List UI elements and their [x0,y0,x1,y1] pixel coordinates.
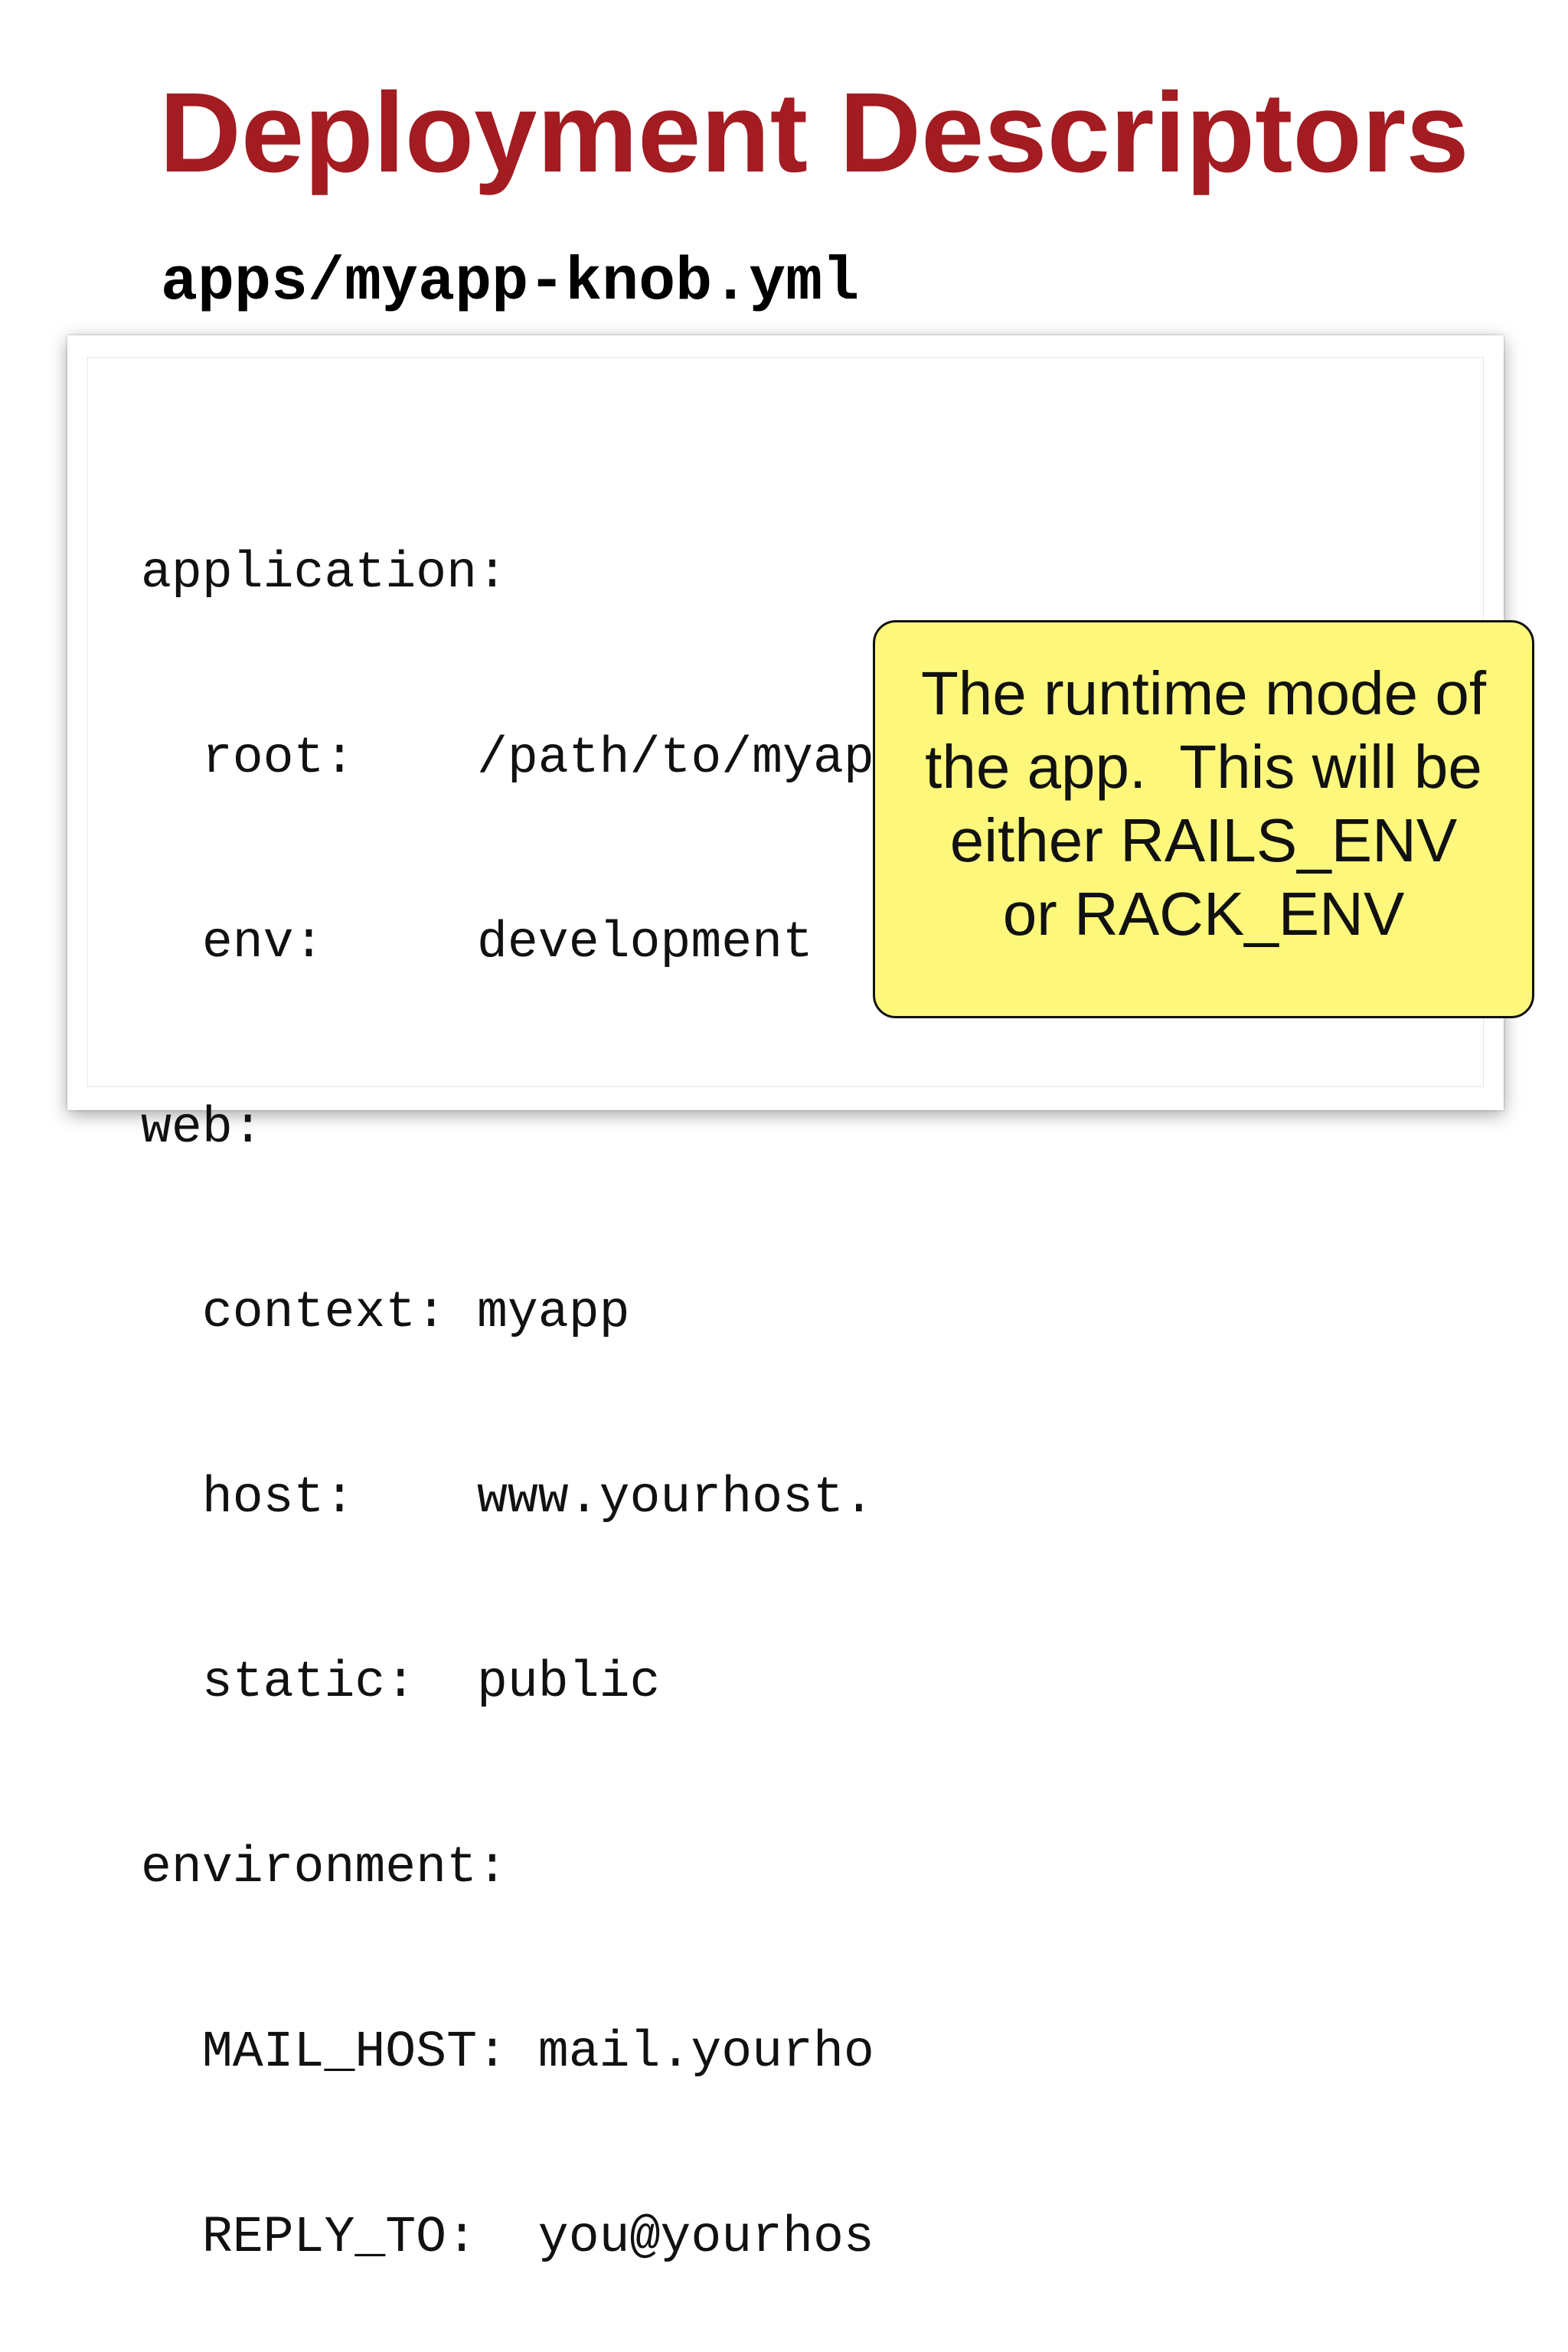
code-line: context: myapp [141,1284,630,1341]
code-line: static: public [141,1654,661,1711]
code-line: REPLY_TO: you@yourhos [141,2208,874,2266]
callout-note: The runtime mode of the app. This will b… [873,620,1534,1018]
file-name-heading: apps/myapp-knob.yml [161,248,860,318]
callout-line: or RACK_ENV [1002,880,1405,948]
callout-text: The runtime mode of the app. This will b… [921,657,1486,951]
code-line: web: [141,1099,263,1157]
code-line: MAIL_HOST: mail.yourho [141,2024,874,2081]
callout-line: the app. This will be [925,733,1482,801]
code-line: host: www.yourhost. [141,1468,874,1527]
callout-line: The runtime mode of [920,659,1487,727]
code-line: root: /path/to/myapp [141,729,905,787]
code-line: environment: [141,1838,508,1896]
code-line: application: [141,544,508,602]
slide-title: Deployment Descriptors [159,70,1469,196]
code-line: env: development [141,914,813,972]
yaml-code-block: application: root: /path/to/myapp env: d… [141,420,905,2352]
callout-line: either RAILS_ENV [949,806,1458,874]
